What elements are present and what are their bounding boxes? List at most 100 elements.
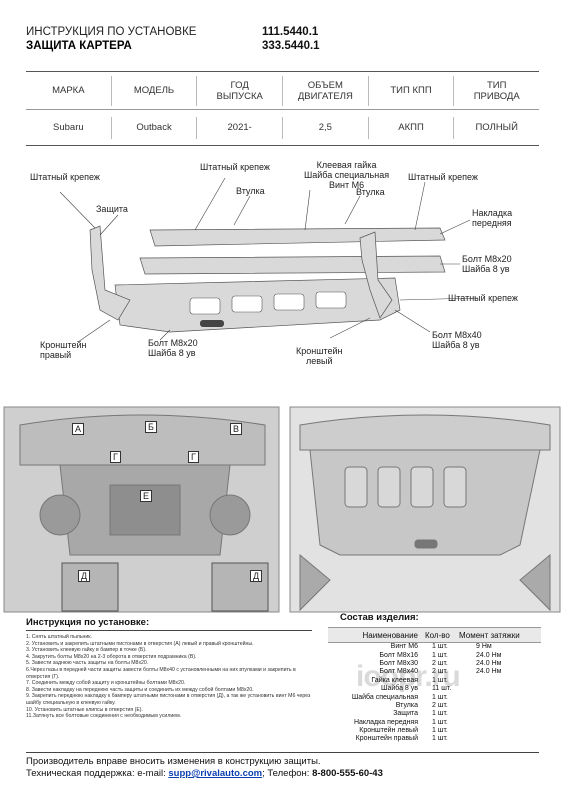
right-bracket-shape [89,225,131,321]
instructions-list: 1. Снять штатный пыльник. 2. Установить … [26,634,312,720]
spec-engine: 2,5 [283,116,369,139]
component-qty: 1 шт. [432,735,448,743]
header-qty: Кол-во [425,630,450,640]
component-row: Шайба 8 ув 11 шт. [328,685,541,693]
component-torque: 24.0 Нм [476,651,502,659]
spec-header-cell: ГОД ВЫПУСКА [197,75,284,106]
label-bolt-m8x40: Болт М8х40 Шайба 8 ув [432,330,482,350]
component-qty: 11 шт. [432,685,452,693]
spec-header-cell: МАРКА [26,75,112,106]
product-codes: 111.5440.1 333.5440.1 [262,25,320,53]
label-shield: Защита [96,204,128,214]
component-name: Шайба 8 ув [381,685,418,693]
marker-b: Б [145,421,157,433]
footer: Производитель вправе вносить изменения в… [26,752,539,780]
spec-header-brand: МАРКА [52,85,85,96]
installation-photos: А Б В Г Г Е Д Д [0,405,565,620]
component-name: Втулка [395,701,418,709]
photo-panels [3,406,561,613]
marker-e: Е [140,490,153,502]
component-qty: 1 шт. [432,727,448,735]
component-torque: 24.0 Нм [476,668,502,676]
label-standard-fastener-1: Штатный крепеж [30,172,100,182]
instruction-step: 9. Закрепить переднюю накладку к бамперу… [26,693,311,706]
component-row: Шайба специальная 1 шт. [328,693,541,701]
header-torque: Момент затяжки [459,630,520,640]
component-qty: 1 шт. [432,718,448,726]
label-standard-fastener-3: Штатный крепеж [408,172,478,182]
components-table: Наименование Кол-во Момент затяжки Винт … [328,627,541,744]
label-standard-fastener-2: Штатный крепеж [200,162,270,172]
instruction-step: 10. Установить штатные клипсы в отверсти… [26,706,143,713]
instruction-step: 3. Установить клеевую гайку в бампер в т… [26,647,147,654]
watermark: ioopr.ru [356,660,461,693]
component-qty: 2 шт. [432,659,448,667]
marker-g-1: Г [110,451,121,463]
label-bolt-m8x20-bottom: Болт М8х20 Шайба 8 ув [148,338,198,358]
component-name: Винт М6 [390,643,418,651]
document-title: ИНСТРУКЦИЯ ПО УСТАНОВКЕ ЗАЩИТА КАРТЕРА [26,25,196,53]
component-qty: 1 шт. [432,643,448,651]
support-label: Техническая поддержка: [26,768,135,779]
label-bushing-2: Втулка [356,187,385,197]
label-bolt-m8x20-right: Болт М8х20 Шайба 8 ув [462,254,512,274]
exploded-assembly-diagram: Штатный крепеж Защита Штатный крепеж Вту… [0,160,565,400]
front-cover-plate-shape [149,227,446,247]
label-standard-fastener-4: Штатный крепеж [448,293,518,303]
instruction-step: 6.Через пазы в передней части защиты зав… [26,666,296,680]
component-row: Защита 1 шт. [328,710,541,718]
component-name: Защита [393,710,418,718]
support-phone: 8-800-555-60-43 [312,768,383,779]
component-qty: 1 шт. [432,693,448,701]
component-name: Гайка клеевая [371,676,418,684]
installation-instructions: Инструкция по установке: 1. Снять штатны… [26,617,312,720]
spec-header-engine: ОБЪЕМ ДВИГАТЕЛЯ [297,79,353,102]
spec-year: 2021- [197,116,284,139]
label-right-bracket: Кронштейн правый [40,340,87,360]
component-row: Втулка 2 шт. [328,702,541,710]
component-qty: 2 шт. [432,668,448,676]
instruction-step: 8. Завести накладку на переднюю часть за… [26,686,254,693]
rear-bar-shape [139,255,446,275]
marker-d-2: Д [250,570,263,582]
product-code-1: 111.5440.1 [262,26,319,38]
component-qty: 1 шт. [432,651,448,659]
component-row: Болт М8х30 2 шт. 24.0 Нм [328,660,541,668]
component-row: Кронштейн правый 1 шт. [328,735,541,743]
instruction-step: 4. Закрутить болты М8х20 на 2-3 оборота … [26,653,197,660]
vehicle-spec-table: МАРКА МОДЕЛЬ ГОД ВЫПУСКА ОБЪЕМ ДВИГАТЕЛЯ… [26,71,539,146]
label-bushing-1: Втулка [236,186,265,196]
spec-brand: Subaru [26,116,112,139]
spec-header-cell: МОДЕЛЬ [112,75,198,106]
label-front-cover: Накладка передняя [472,208,513,228]
component-row: Винт М6 1 шт. 9 Нм [328,643,541,651]
component-name: Кронштейн правый [355,735,418,743]
component-name: Болт М8х30 [379,659,418,667]
email-label: e-mail: [137,768,166,779]
component-name: Болт М8х40 [379,668,418,676]
marker-a: А [72,423,85,435]
marker-v: В [230,423,243,435]
spec-header-gearbox: ТИП КПП [390,85,432,96]
component-torque: 9 Нм [476,643,492,651]
spec-header-year: ГОД ВЫПУСКА [216,79,263,102]
marker-g-2: Г [188,451,199,463]
spec-header-model: МОДЕЛЬ [133,85,175,96]
component-qty: 1 шт. [432,710,448,718]
spec-gearbox: АКПП [369,116,455,139]
spec-header-cell: ОБЪЕМ ДВИГАТЕЛЯ [283,75,369,106]
instruction-step: 2. Установить и закрепить штатными писто… [26,640,254,647]
assembly-drawing [59,177,479,343]
footer-support: Техническая поддержка: e-mail: supp@riva… [26,768,539,780]
component-qty: 2 шт. [432,701,448,709]
component-torque: 24.0 Нм [476,659,502,667]
support-email-link[interactable]: supp@rivalauto.com [168,768,263,779]
instruction-step: 7. Соединить между собой защиту и кроншт… [26,680,186,687]
spec-drive: ПОЛНЫЙ [475,122,518,133]
header-name: Наименование [362,630,418,640]
instruction-step: 5. Завести заднюю часть защиты на болты … [26,660,149,667]
title-line-1: ИНСТРУКЦИЯ ПО УСТАНОВКЕ [26,26,197,38]
component-name: Шайба специальная [351,693,418,701]
